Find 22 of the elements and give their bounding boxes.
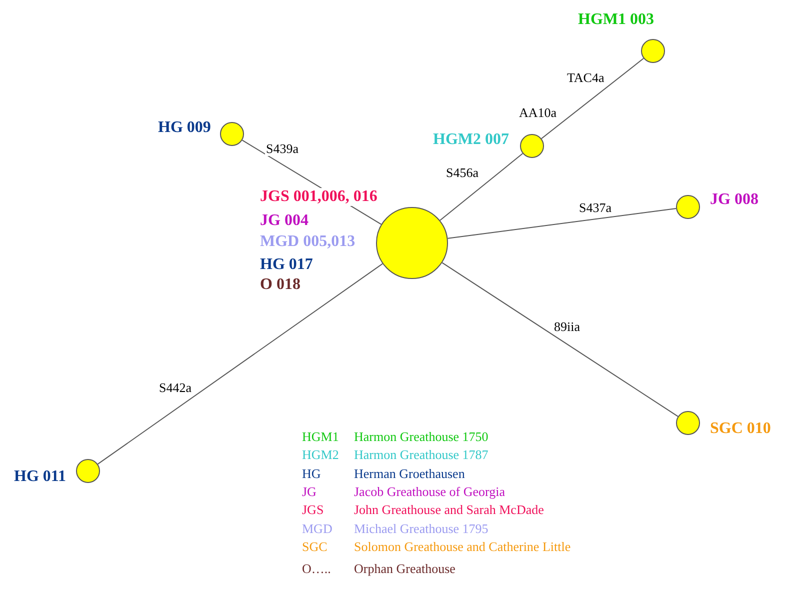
haplotype-label: MGD 005,013 (260, 233, 356, 251)
edge-label: S456a (445, 165, 480, 180)
legend-entry: MGD Michael Greathouse 1795 (302, 520, 488, 536)
connector-line (540, 58, 644, 140)
connector-line (442, 262, 678, 417)
legend-entry: HGM1 Harmon Greathouse 1750 (302, 429, 488, 444)
connector-line (447, 208, 677, 239)
legend-entry: SGC Solomon Greathouse and Catherine Little (302, 538, 571, 554)
connector-line (97, 263, 384, 465)
legend-entry: HG Herman Groethausen (302, 466, 465, 481)
legend-entry: JG Jacob Greathouse of Georgia (302, 484, 506, 499)
mutation-label: TAC4a (566, 70, 606, 85)
edge-label: S437a (578, 200, 612, 215)
edge-label: S439a (265, 141, 300, 156)
edge-label: 89iia (553, 319, 581, 334)
edge-label: AA10a (518, 105, 558, 120)
haplotype-label: JGS 001,006, 016 (260, 188, 378, 206)
legend-entry: HGM2 Harmon Greathouse 1787 (302, 447, 488, 462)
legend-entry: JGS John Greathouse and Sarah McDade (302, 502, 544, 518)
connector-line (440, 153, 524, 221)
edge-label: S442a (158, 380, 192, 395)
legend-entry: O….. Orphan Greathouse (302, 561, 456, 576)
